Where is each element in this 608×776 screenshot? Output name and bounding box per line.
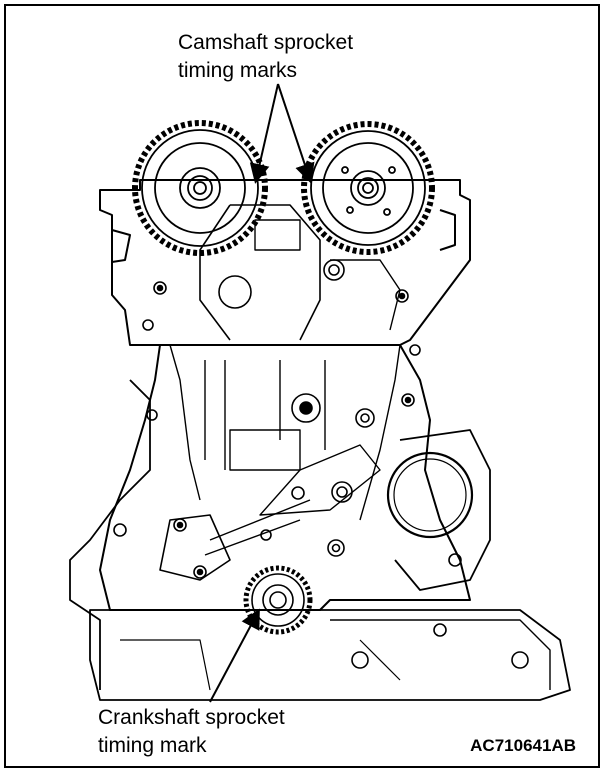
camshaft-label-line1: Camshaft sprocket	[178, 31, 354, 54]
engine-block-outline	[99, 344, 471, 611]
crankshaft-mark-arrow	[209, 608, 260, 703]
figure-frame	[4, 4, 600, 768]
left-camshaft-sprocket	[132, 120, 268, 256]
right-camshaft-sprocket	[301, 121, 435, 255]
camshaft-label-line2: timing marks	[178, 59, 298, 82]
crankshaft-sprocket	[243, 565, 313, 635]
crankshaft-label-line2: timing mark	[98, 734, 207, 757]
crankshaft-label-line1: Crankshaft sprocket	[98, 706, 285, 729]
camshaft-mark-arrows	[249, 83, 315, 184]
figure-code: AC710641AB	[470, 736, 576, 755]
